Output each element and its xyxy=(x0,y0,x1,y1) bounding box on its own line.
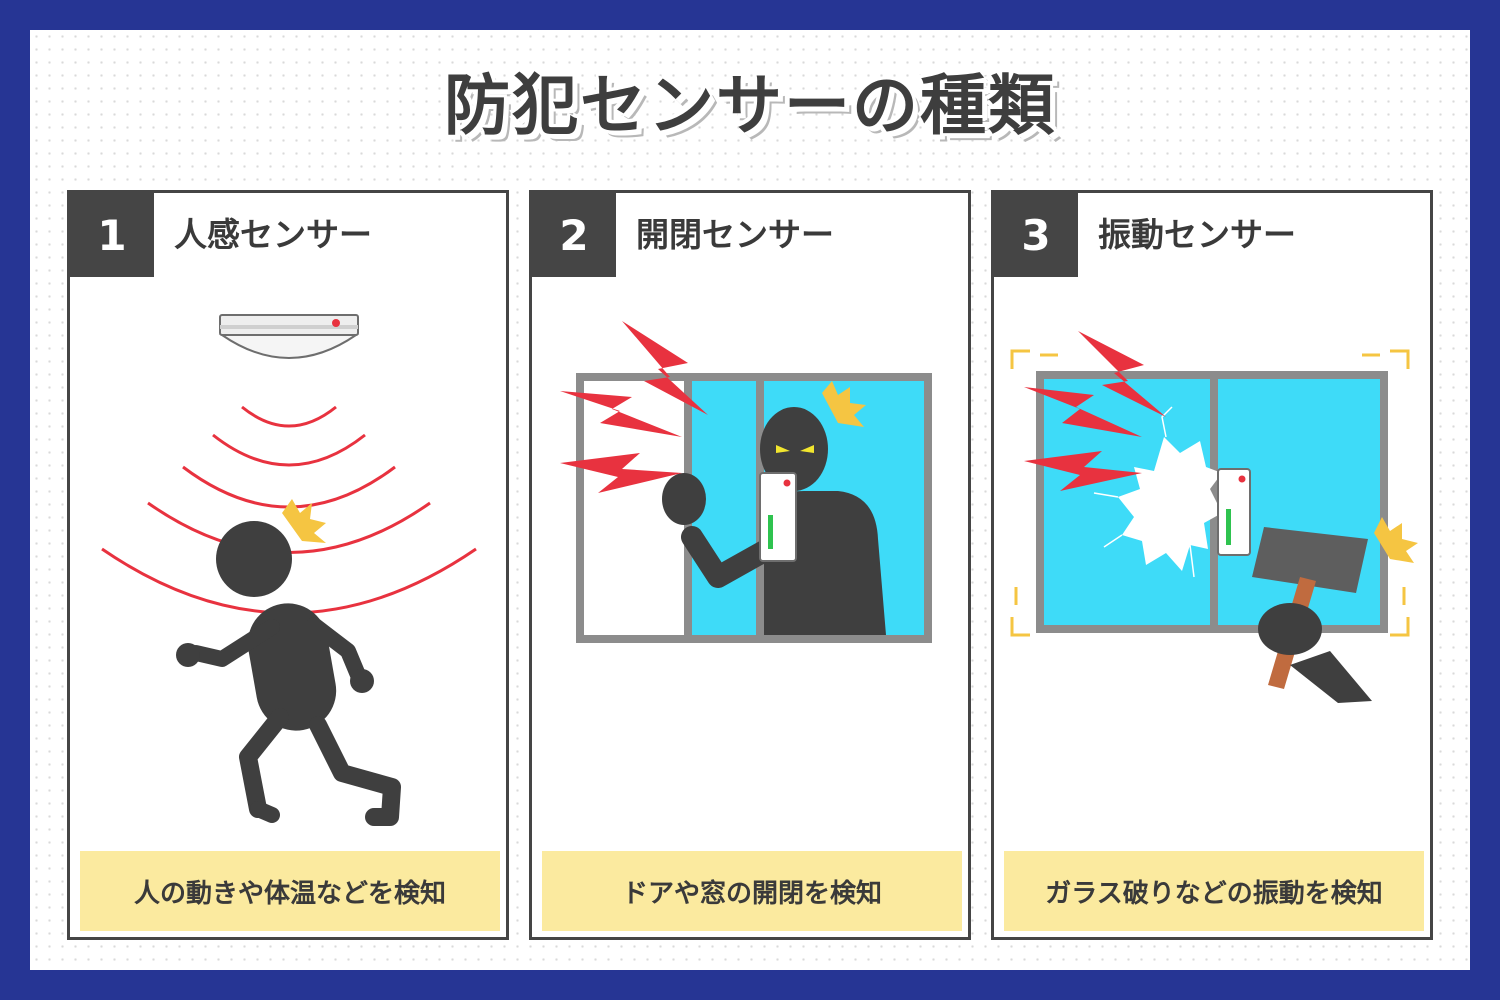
running-person-icon xyxy=(176,521,401,826)
door-window-sensor-icon xyxy=(560,321,932,643)
panel-number: 3 xyxy=(994,193,1078,277)
alert-burst-icon xyxy=(822,381,866,427)
panel-number: 2 xyxy=(532,193,616,277)
vibration-corner-marks-icon xyxy=(1010,349,1410,637)
panel-motion-sensor: 1 人感センサー xyxy=(67,190,509,940)
vibration-sensor-icon xyxy=(1010,331,1418,703)
panel-title: 開閉センサー xyxy=(636,215,834,254)
vibration-sensor-device-icon xyxy=(1217,468,1251,556)
caption-box: ガラス破りなどの振動を検知 xyxy=(1004,851,1424,931)
panel-header: 2 開閉センサー xyxy=(532,193,968,277)
panel-caption: 人の動きや体温などを検知 xyxy=(133,878,446,909)
panel-caption: ドアや窓の開閉を検知 xyxy=(621,878,882,909)
broken-glass-icon xyxy=(1118,437,1222,571)
panel-caption: ガラス破りなどの振動を検知 xyxy=(1045,878,1383,909)
hand-arm-icon xyxy=(1258,603,1372,703)
caption-box: ドアや窓の開閉を検知 xyxy=(542,851,962,931)
caption-box: 人の動きや体温などを検知 xyxy=(80,851,500,931)
panel-header: 1 人感センサー xyxy=(70,193,506,277)
lightning-alarm-icon xyxy=(1024,331,1166,491)
glass-cracks-icon xyxy=(1093,406,1195,578)
panel-title: 振動センサー xyxy=(1098,215,1296,254)
ceiling-sensor-icon xyxy=(218,314,360,359)
panel-door-window-sensor: 2 開閉センサー xyxy=(529,190,971,940)
magnetic-sensor-icon xyxy=(759,472,797,562)
panel-header: 3 振動センサー xyxy=(994,193,1430,277)
panel-title: 人感センサー xyxy=(174,215,372,254)
alert-burst-icon xyxy=(282,499,326,543)
lightning-alarm-icon xyxy=(560,321,708,493)
panel-number: 1 xyxy=(70,193,154,277)
page-title: 防犯センサーの種類 xyxy=(444,67,1056,144)
motion-sensor-icon xyxy=(101,314,477,826)
alert-burst-icon xyxy=(1374,517,1418,563)
panel-vibration-sensor: 3 振動センサー xyxy=(991,190,1433,940)
